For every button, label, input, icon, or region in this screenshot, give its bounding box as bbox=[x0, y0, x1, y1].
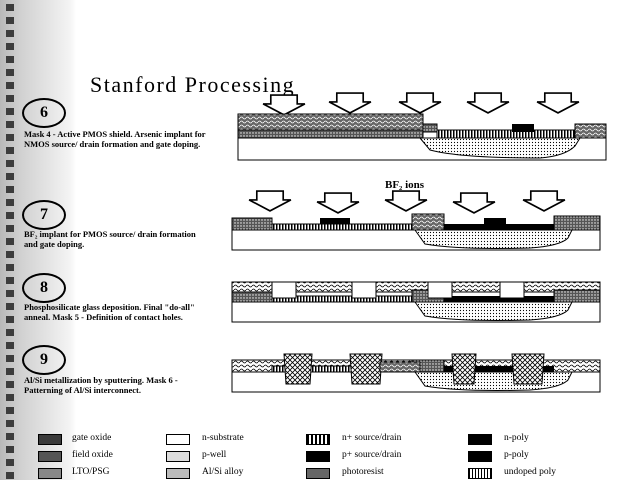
sidebar-bullet-square bbox=[6, 212, 14, 219]
sidebar-bullet-square bbox=[6, 368, 14, 375]
legend-swatch-field-oxide bbox=[38, 451, 62, 462]
legend-swatch-n-substrate bbox=[166, 434, 190, 445]
sidebar-bullet-square bbox=[6, 225, 14, 232]
sidebar-bullet-square bbox=[6, 173, 14, 180]
legend-label-n-substrate: n-substrate bbox=[202, 433, 244, 443]
sidebar-bullet-square bbox=[6, 433, 14, 440]
sidebar-bullet-square bbox=[6, 420, 14, 427]
legend-label-al-si-alloy: Al/Si alloy bbox=[202, 467, 244, 477]
sidebar-bullet-square bbox=[6, 316, 14, 323]
sidebar-bullet-square bbox=[6, 69, 14, 76]
legend-label-gate-oxide: gate oxide bbox=[72, 433, 112, 443]
sidebar-bullet-square bbox=[6, 446, 14, 453]
sidebar-bullet-square bbox=[6, 56, 14, 63]
step-8-badge: 8 bbox=[22, 273, 66, 303]
legend-label-lto-psg: LTO/PSG bbox=[72, 467, 110, 477]
sidebar-bullet-square bbox=[6, 381, 14, 388]
step-7-cross-section bbox=[231, 213, 601, 251]
step-8-description: Phosphosilicate glass deposition. Final … bbox=[24, 302, 195, 322]
legend-label-n-plus-source-drain: n+ source/drain bbox=[342, 433, 402, 443]
sidebar-bullet-square bbox=[6, 303, 14, 310]
legend-label-p-plus-source-drain: p+ source/drain bbox=[342, 450, 402, 460]
sidebar-bullet-square bbox=[6, 394, 14, 401]
legend-swatch-al-si-alloy bbox=[166, 468, 190, 479]
sidebar-bullet-square bbox=[6, 459, 14, 466]
legend-swatch-n-poly bbox=[468, 434, 492, 445]
sidebar-bullet-square bbox=[6, 43, 14, 50]
sidebar-bullet-square bbox=[6, 30, 14, 37]
sidebar-bullet-square bbox=[6, 407, 14, 414]
legend-label-p-poly: p-poly bbox=[504, 450, 529, 460]
legend-label-photoresist: photoresist bbox=[342, 467, 384, 477]
sidebar-bullet-square bbox=[6, 134, 14, 141]
sidebar-bullet-square bbox=[6, 160, 14, 167]
sidebar-bullet-square bbox=[6, 355, 14, 362]
sidebar-bullet-square bbox=[6, 290, 14, 297]
step-7-description: BF₂ implant for PMOS source/ drain forma… bbox=[24, 229, 196, 249]
step-6-badge: 6 bbox=[22, 98, 66, 128]
step-6-arrows bbox=[262, 92, 580, 116]
legend-swatch-undoped-poly bbox=[468, 468, 492, 479]
sidebar-bullet-square bbox=[6, 472, 14, 479]
legend-swatch-gate-oxide bbox=[38, 434, 62, 445]
sidebar-bullet-square bbox=[6, 82, 14, 89]
sidebar-bullet-square bbox=[6, 121, 14, 128]
step-9-description: Al/Si metallization by sputtering. Mask … bbox=[24, 375, 178, 395]
legend-swatch-p-poly bbox=[468, 451, 492, 462]
sidebar-bullet-square bbox=[6, 277, 14, 284]
step-6-cross-section bbox=[237, 113, 607, 161]
ions-label: BF₂ ions bbox=[385, 179, 425, 191]
sidebar-bullet-square bbox=[6, 17, 14, 24]
legend-swatch-lto-psg bbox=[38, 468, 62, 479]
sidebar-bullet-square bbox=[6, 238, 14, 245]
step-9-cross-section bbox=[231, 353, 601, 393]
sidebar-bullet-square bbox=[6, 264, 14, 271]
step-6-description: Mask 4 - Active PMOS shield. Arsenic imp… bbox=[24, 129, 206, 149]
sidebar-bullet-square bbox=[6, 4, 14, 11]
legend-swatch-p-well bbox=[166, 451, 190, 462]
legend-label-n-poly: n-poly bbox=[504, 433, 529, 443]
step-7-badge: 7 bbox=[22, 200, 66, 230]
sidebar-bullet-square bbox=[6, 342, 14, 349]
sidebar-bullet-square bbox=[6, 251, 14, 258]
sidebar-bullet-square bbox=[6, 186, 14, 193]
step-7-arrows bbox=[248, 190, 566, 214]
step-9-badge: 9 bbox=[22, 345, 66, 375]
sidebar-bullet-square bbox=[6, 108, 14, 115]
slide-title: Stanford Processing bbox=[90, 72, 296, 97]
legend-label-undoped-poly: undoped poly bbox=[504, 467, 556, 477]
step-8-cross-section bbox=[231, 281, 601, 323]
sidebar-bullet-square bbox=[6, 95, 14, 102]
legend-swatch-p-plus-source-drain bbox=[306, 451, 330, 462]
legend-swatch-photoresist bbox=[306, 468, 330, 479]
legend-swatch-n-plus-source-drain bbox=[306, 434, 330, 445]
sidebar-bullet-square bbox=[6, 147, 14, 154]
legend-label-p-well: p-well bbox=[202, 450, 227, 460]
legend-label-field-oxide: field oxide bbox=[72, 450, 113, 460]
sidebar-bullet-square bbox=[6, 329, 14, 336]
sidebar-bullet-square bbox=[6, 199, 14, 206]
